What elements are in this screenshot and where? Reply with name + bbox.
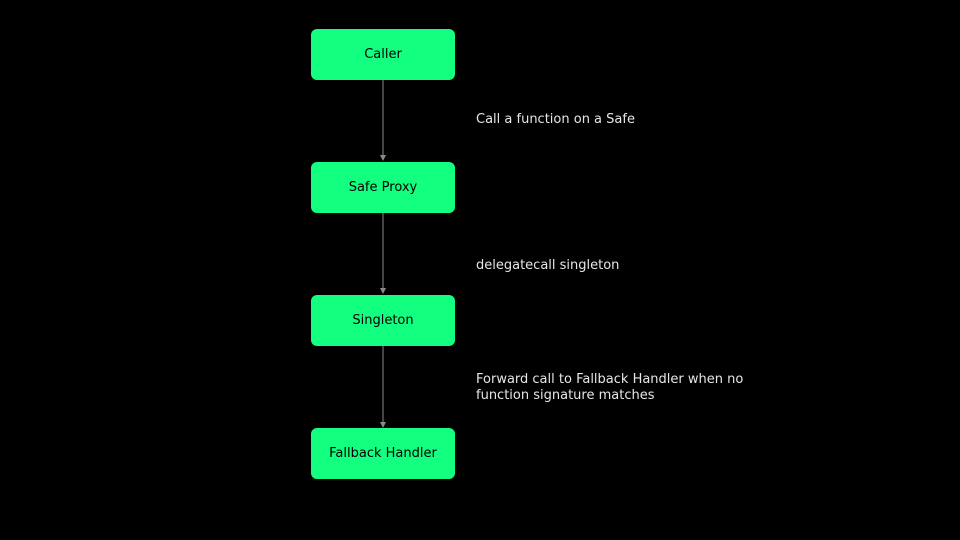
edge-label-call-function: Call a function on a Safe	[476, 112, 635, 127]
node-fallback-handler: Fallback Handler	[311, 428, 455, 479]
edge-label-forward-call: Forward call to Fallback Handler when no…	[476, 372, 744, 403]
node-safe-proxy: Safe Proxy	[311, 162, 455, 213]
edge-label-delegatecall: delegatecall singleton	[476, 258, 620, 273]
node-caller: Caller	[311, 29, 455, 80]
node-singleton: Singleton	[311, 295, 455, 346]
